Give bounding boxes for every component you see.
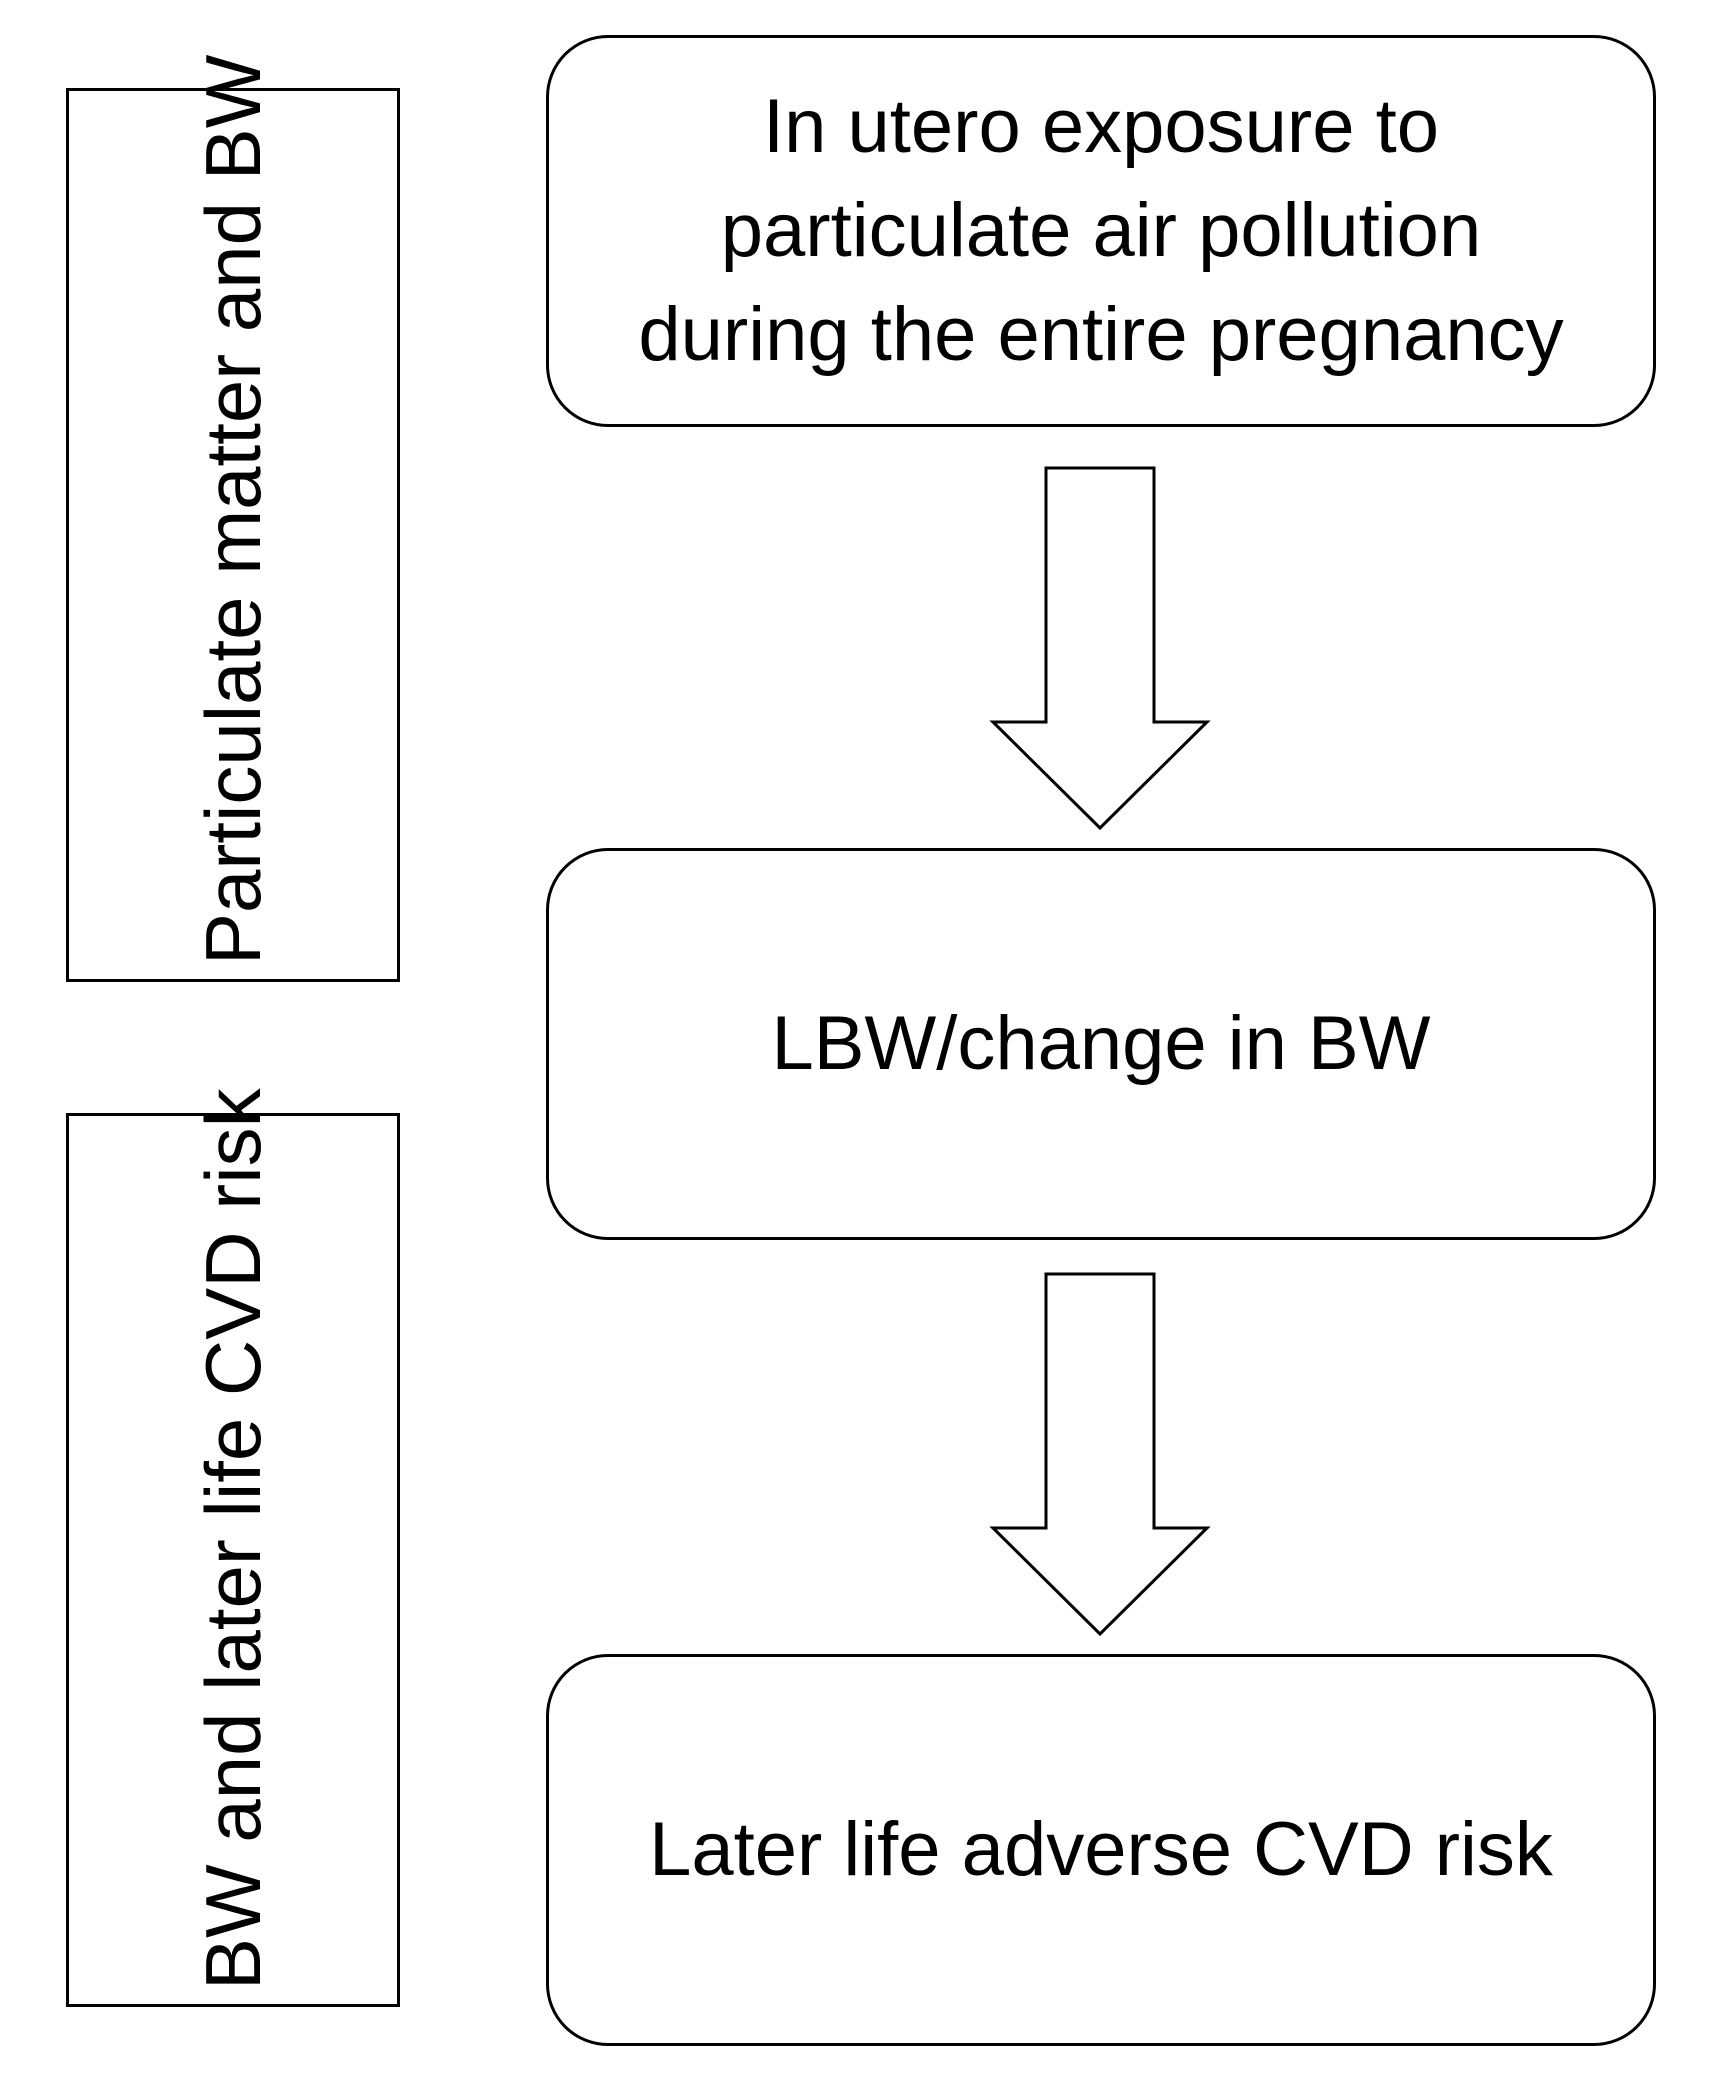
- side-label-box-bw-cvd: BW and later life CVD risk: [66, 1088, 400, 2007]
- side-label-box-particulate-bw: Particulate matter and BW: [66, 54, 400, 982]
- side-label-bw-cvd: BW and later life CVD risk: [189, 1088, 277, 1990]
- flow-step-cvd-risk: Later life adverse CVD risk: [546, 1654, 1656, 2046]
- flow-step-cvd-risk-text: Later life adverse CVD risk: [649, 1807, 1553, 1892]
- side-label-particulate-bw: Particulate matter and BW: [189, 54, 277, 965]
- flow-step-birth-weight-text: LBW/change in BW: [771, 1001, 1431, 1086]
- down-arrow-icon: [989, 466, 1211, 831]
- flow-step-birth-weight: LBW/change in BW: [546, 848, 1656, 1240]
- down-arrow-icon: [989, 1272, 1211, 1637]
- flow-step-exposure-text: In utero exposure to particulate air pol…: [638, 84, 1564, 377]
- flow-step-exposure: In utero exposure to particulate air pol…: [546, 35, 1656, 427]
